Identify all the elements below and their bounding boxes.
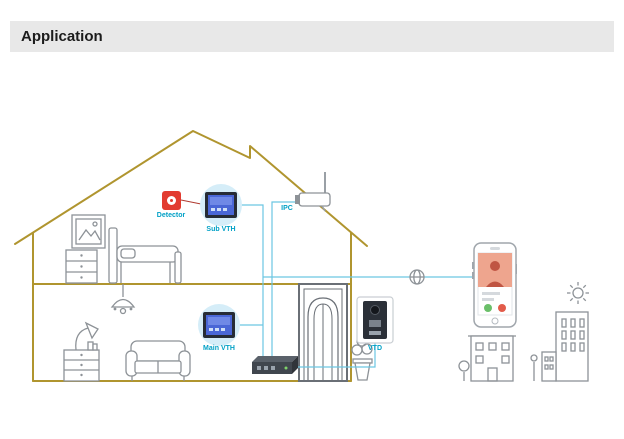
street-lamp-icon (530, 354, 538, 381)
connection-lines (180, 199, 474, 368)
vtd-label: VTD (368, 345, 382, 352)
main-vth-label: Main VTH (203, 345, 235, 352)
building-icon (468, 311, 589, 382)
smartphone-icon (472, 242, 517, 328)
door-icon (298, 283, 348, 382)
ipc-label: IPC (281, 205, 293, 212)
bed-icon (108, 227, 182, 284)
detector-icon (162, 191, 181, 210)
section-header: Application (10, 21, 614, 52)
vtd-door-station-icon (356, 296, 394, 344)
sun-icon (567, 282, 589, 304)
detector-label: Detector (156, 212, 186, 219)
tree-icon (458, 360, 470, 381)
ceiling-lamp-icon (110, 284, 136, 315)
network-switch-icon (252, 356, 298, 374)
globe-icon (409, 269, 425, 285)
picture-frame-icon (71, 214, 106, 249)
sub-vth-screen-icon (200, 184, 242, 226)
sub-vth-label: Sub VTH (206, 226, 236, 233)
desk-lamp-icon (63, 321, 100, 382)
ipc-camera-icon (295, 172, 331, 212)
page-title: Application (21, 28, 103, 45)
sofa-icon (125, 340, 191, 381)
main-vth-screen-icon (198, 304, 240, 346)
dresser-icon (65, 249, 98, 284)
